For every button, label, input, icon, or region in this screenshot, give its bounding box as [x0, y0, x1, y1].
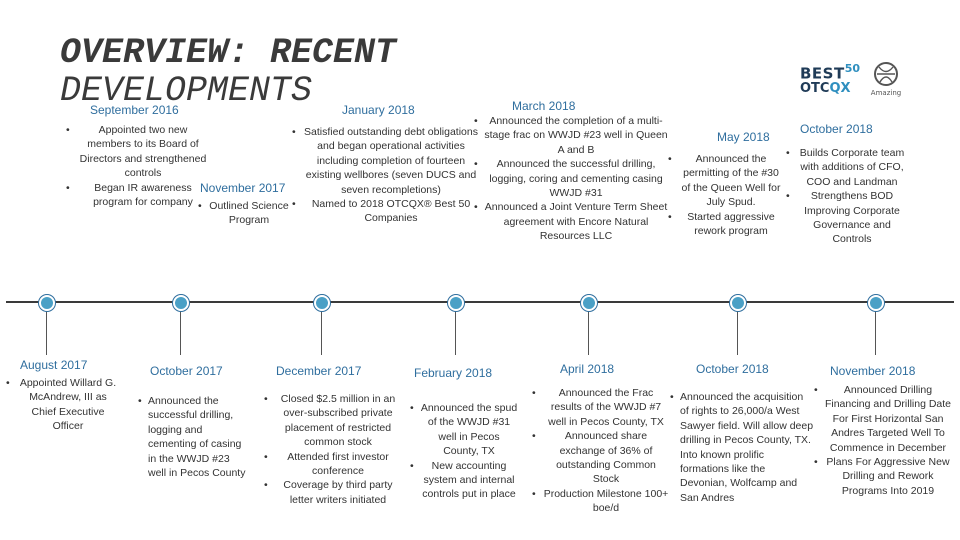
- amazing-logo-icon: Amazing: [871, 62, 901, 97]
- event-date: February 2018: [414, 366, 493, 380]
- logo-otc: OTC: [800, 81, 830, 97]
- event-item: Plans For Aggressive New Drilling and Re…: [812, 455, 952, 498]
- event-body: Announced the successful drilling, loggi…: [136, 394, 246, 480]
- event-body: Announced the spud of the WWJD #31 well …: [408, 401, 518, 502]
- stem-oct-2018-bottom: [737, 305, 738, 355]
- stem-aug-2017: [46, 305, 47, 355]
- stem-feb-2018: [455, 305, 456, 355]
- event-date: October 2018: [800, 122, 873, 136]
- event-item: Outlined Science Program: [196, 199, 290, 228]
- event-body: Announced the acquisition of rights to 2…: [668, 390, 814, 505]
- event-date: December 2017: [276, 364, 362, 378]
- event-item: New accounting system and internal contr…: [408, 459, 518, 502]
- event-date: October 2017: [150, 364, 223, 378]
- event-body: Appointed two new members to its Board o…: [64, 123, 210, 209]
- timeline-dot: [314, 295, 330, 311]
- stem-oct-2017: [180, 305, 181, 355]
- event-date: October 2018: [696, 362, 769, 376]
- event-item: Appointed Willard G. McAndrew, III as Ch…: [4, 376, 120, 434]
- event-date: January 2018: [342, 103, 415, 117]
- event-date: August 2017: [20, 358, 88, 372]
- timeline-dot: [730, 295, 746, 311]
- event-item: Announced the successful drilling, loggi…: [136, 394, 246, 480]
- event-item: Announced the acquisition of rights to 2…: [668, 390, 814, 505]
- stem-apr-2018: [588, 305, 589, 355]
- event-body: Satisfied outstanding debt obligations a…: [290, 125, 480, 226]
- title-line2: DEVELOPMENTS: [60, 71, 313, 111]
- event-item: Builds Corporate team with additions of …: [784, 146, 908, 189]
- page-title: OVERVIEW: RECENT DEVELOPMENTS: [60, 34, 480, 110]
- stem-dec-2017: [321, 305, 322, 355]
- logo-best: BEST: [800, 64, 845, 83]
- timeline-axis: [6, 301, 954, 303]
- event-item: Announced the Frac results of the WWJD #…: [530, 386, 670, 429]
- event-item: Announced Drilling Financing and Drillin…: [812, 383, 952, 455]
- timeline-dot: [868, 295, 884, 311]
- event-item: Closed $2.5 million in an over-subscribe…: [262, 392, 402, 450]
- event-date: April 2018: [560, 362, 615, 376]
- timeline-dot: [581, 295, 597, 311]
- event-date: March 2018: [512, 99, 576, 113]
- event-item: Announced the spud of the WWJD #31 well …: [408, 401, 518, 459]
- timeline-dot: [448, 295, 464, 311]
- event-item: Coverage by third party letter writers i…: [262, 478, 402, 507]
- event-item: Production Milestone 100+ boe/d: [530, 487, 670, 516]
- logo-otcqx: OTCQX: [800, 82, 860, 95]
- title-line1: OVERVIEW: RECENT: [60, 33, 397, 73]
- timeline-dot: [39, 295, 55, 311]
- event-body: Builds Corporate team with additions of …: [784, 146, 908, 247]
- stem-nov-2018: [875, 305, 876, 355]
- timeline-dot: [173, 295, 189, 311]
- event-body: Outlined Science Program: [196, 199, 290, 228]
- event-date: November 2017: [200, 181, 286, 195]
- event-item: Appointed two new members to its Board o…: [64, 123, 210, 181]
- event-item: Strengthens BOD Improving Corporate Gove…: [784, 189, 908, 247]
- event-item: Announced the successful drilling, loggi…: [472, 157, 668, 200]
- event-date: November 2018: [830, 364, 916, 378]
- event-date: September 2016: [90, 103, 179, 117]
- event-body: Announced the completion of a multi-stag…: [472, 114, 668, 244]
- logo-fifty: 50: [844, 62, 861, 75]
- event-item: Named to 2018 OTCQX® Best 50 Companies: [290, 197, 480, 226]
- event-item: Began IR awareness program for company: [64, 181, 210, 210]
- logo-amazing-text: Amazing: [871, 89, 901, 97]
- event-body: Announced Drilling Financing and Drillin…: [812, 383, 952, 498]
- event-item: Satisfied outstanding debt obligations a…: [290, 125, 480, 197]
- event-body: Appointed Willard G. McAndrew, III as Ch…: [4, 376, 120, 434]
- event-item: Announced share exchange of 36% of outst…: [530, 429, 670, 487]
- event-item: Attended first investor conference: [262, 450, 402, 479]
- event-item: Announced a Joint Venture Term Sheet agr…: [472, 200, 668, 243]
- event-item: Announced the completion of a multi-stag…: [472, 114, 668, 157]
- event-body: Announced the permitting of the #30 of t…: [666, 152, 784, 238]
- event-body: Closed $2.5 million in an over-subscribe…: [262, 392, 402, 507]
- event-date: May 2018: [717, 130, 770, 144]
- best50-otcqx-logo: BEST50 OTCQX: [800, 62, 860, 95]
- event-item: Started aggressive rework program: [666, 210, 784, 239]
- logo-qx: QX: [829, 81, 851, 97]
- event-item: Announced the permitting of the #30 of t…: [666, 152, 784, 210]
- event-body: Announced the Frac results of the WWJD #…: [530, 386, 670, 516]
